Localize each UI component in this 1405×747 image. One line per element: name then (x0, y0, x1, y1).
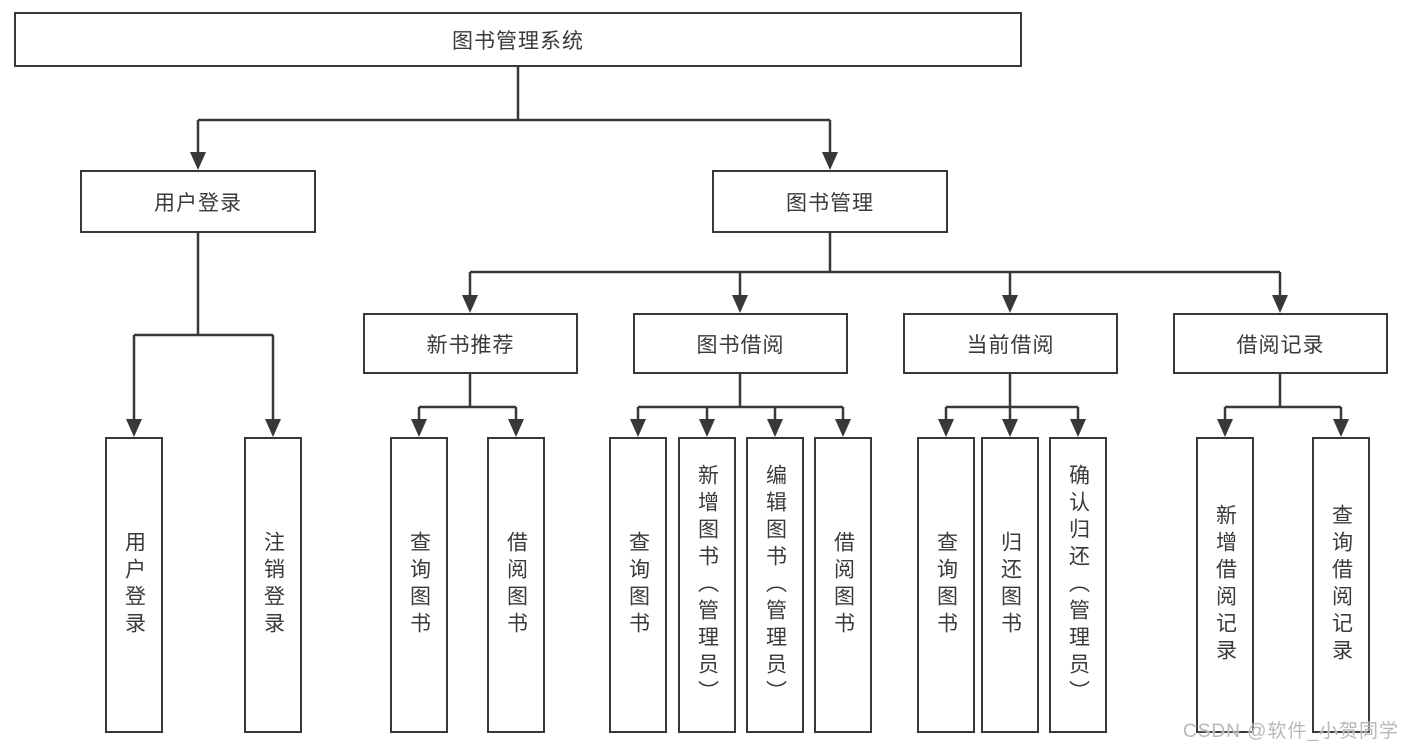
node-leaf-return-books: 归还图书 (981, 437, 1039, 733)
arrowheads (126, 152, 1349, 437)
leaf-label: 确认归还（管理员） (1066, 463, 1090, 707)
leaf-label: 借阅图书 (831, 531, 855, 639)
leaf-label: 新增图书（管理员） (695, 463, 719, 707)
csdn-watermark: CSDN @软件_小贺同学 (1183, 721, 1399, 742)
node-current-borrow: 当前借阅 (903, 313, 1118, 374)
node-leaf-borrow-books-2: 借阅图书 (814, 437, 872, 733)
node-leaf-query-books-1: 查询图书 (390, 437, 448, 733)
leaf-label: 查询图书 (407, 531, 431, 639)
node-leaf-borrow-books-1: 借阅图书 (487, 437, 545, 733)
connector-root (196, 67, 832, 154)
leaf-label: 借阅图书 (504, 531, 528, 639)
node-leaf-add-books-admin: 新增图书（管理员） (678, 437, 736, 733)
node-leaf-query-borrow-record: 查询借阅记录 (1312, 437, 1370, 733)
node-book-management: 图书管理 (712, 170, 948, 233)
node-leaf-add-borrow-record: 新增借阅记录 (1196, 437, 1254, 733)
node-leaf-query-books-2: 查询图书 (609, 437, 667, 733)
leaf-label: 用户登录 (122, 531, 146, 639)
node-leaf-query-books-3: 查询图书 (917, 437, 975, 733)
connector-book-borrow (636, 374, 845, 421)
leaf-label: 注销登录 (261, 531, 285, 639)
leaf-label: 新增借阅记录 (1213, 504, 1237, 666)
leaf-label: 归还图书 (998, 531, 1022, 639)
leaf-label: 查询借阅记录 (1329, 504, 1353, 666)
node-leaf-confirm-return-admin: 确认归还（管理员） (1049, 437, 1107, 733)
connector-current-borrow (944, 374, 1080, 421)
connector-borrow-record (1223, 374, 1343, 421)
connector-book-management (468, 233, 1282, 297)
node-leaf-logout: 注销登录 (244, 437, 302, 733)
node-book-borrow: 图书借阅 (633, 313, 848, 374)
connector-user-login (132, 233, 275, 421)
node-user-login: 用户登录 (80, 170, 316, 233)
node-leaf-edit-books-admin: 编辑图书（管理员） (746, 437, 804, 733)
node-leaf-user-login: 用户登录 (105, 437, 163, 733)
leaf-label: 编辑图书（管理员） (763, 463, 787, 707)
node-library-management-system: 图书管理系统 (14, 12, 1022, 67)
leaf-label: 查询图书 (934, 531, 958, 639)
node-new-book-recommend: 新书推荐 (363, 313, 578, 374)
leaf-label: 查询图书 (626, 531, 650, 639)
connector-new-book (417, 374, 518, 421)
node-borrow-record: 借阅记录 (1173, 313, 1388, 374)
